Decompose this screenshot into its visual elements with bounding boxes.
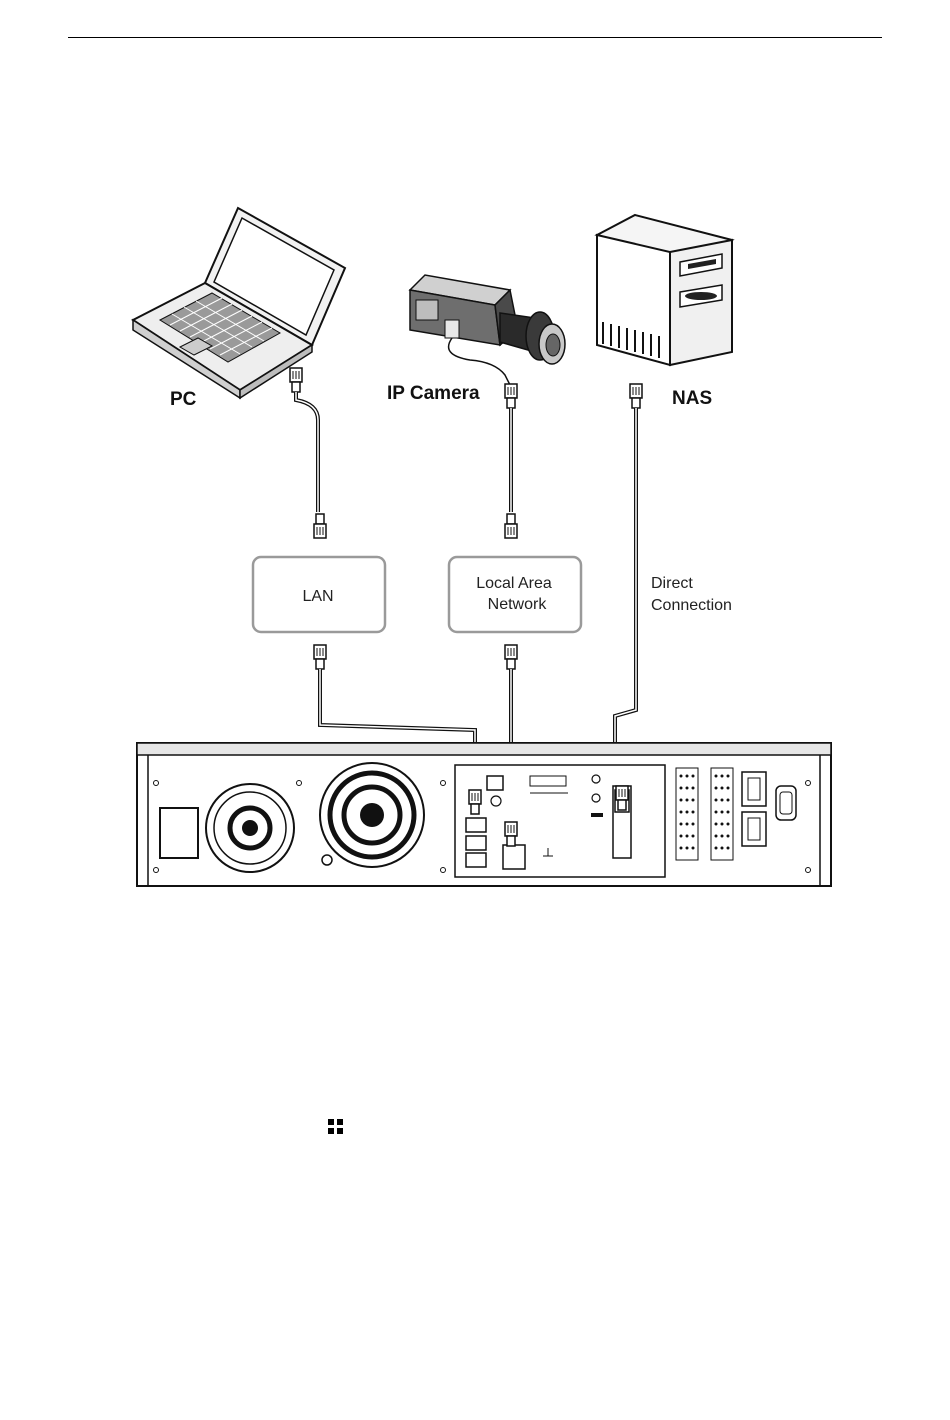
pc-label: PC [170,389,197,410]
camera-to-network-cable [505,384,517,538]
lan-box: LAN [253,557,385,632]
nas-tower-illustration [597,215,732,365]
pc-laptop-illustration [133,208,345,398]
local-area-network-box: Local Area Network [449,557,581,632]
pc-to-lan-cable [290,368,326,538]
local-area-label-line1: Local Area [476,575,552,592]
lan-box-label: LAN [302,588,333,605]
ip-camera-illustration [410,275,565,385]
ip-camera-label: IP Camera [387,383,480,404]
recorder-rear-panel [137,743,831,886]
nas-direct-cable [615,384,642,785]
nas-label: NAS [672,388,712,409]
local-area-label-line2: Network [488,596,548,613]
menu-grid-icon [328,1119,344,1135]
direct-connection-label-line2: Connection [651,597,732,614]
direct-connection-label-line1: Direct [651,575,693,592]
